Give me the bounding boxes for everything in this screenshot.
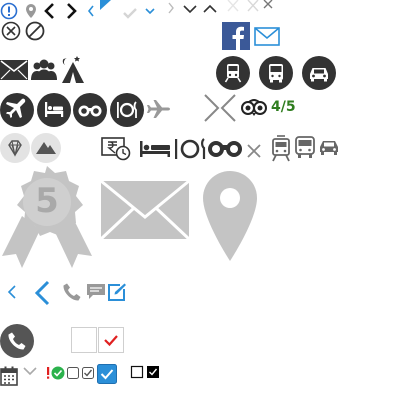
close-small-icon[interactable]: [262, 0, 274, 10]
camping-icon: [59, 54, 87, 84]
chevron-right-light-icon[interactable]: [166, 1, 176, 15]
mountain-icon[interactable]: [31, 133, 61, 163]
bed-circle-icon[interactable]: [37, 93, 71, 127]
block-icon: [25, 21, 45, 41]
rating-value: 4/5: [271, 99, 296, 115]
check-circle-green-icon: [51, 366, 65, 380]
collapse-arrows-icon[interactable]: [203, 93, 237, 123]
facebook-icon[interactable]: [222, 22, 250, 50]
location-pin-icon: [24, 3, 38, 19]
diamond-icon[interactable]: [0, 133, 30, 163]
tripadvisor-icon: [240, 98, 268, 116]
chevron-left-large-blue-icon[interactable]: [32, 280, 52, 306]
close-light-2-icon[interactable]: [246, 0, 260, 12]
chevron-left-small-icon[interactable]: [86, 4, 96, 18]
checkbox-empty-small[interactable]: [67, 367, 79, 379]
corner-triangle-icon: [100, 0, 112, 10]
bed-icon: [139, 140, 171, 158]
phone-icon[interactable]: [62, 282, 82, 302]
chevron-up-icon[interactable]: [202, 2, 218, 16]
calendar-icon[interactable]: [0, 366, 18, 386]
chevron-down-icon[interactable]: [182, 2, 198, 16]
rupee-time-icon: [101, 137, 131, 161]
checkbox-checked-blue[interactable]: [97, 364, 117, 384]
car-outline-icon: [318, 138, 340, 156]
envelope-large-icon: [99, 179, 191, 241]
chevron-left-blue-icon[interactable]: [6, 284, 18, 300]
chevron-right-icon[interactable]: [63, 2, 79, 20]
binoculars-circle-icon[interactable]: [73, 93, 107, 127]
airplane-circle-icon[interactable]: [0, 93, 34, 127]
checkbox-checked-large[interactable]: [98, 327, 124, 353]
train-outline-icon: [271, 134, 291, 162]
bus-icon[interactable]: [259, 56, 293, 90]
car-icon[interactable]: [302, 56, 336, 90]
close-circle-icon[interactable]: [0, 21, 22, 41]
info-alert-icon: [0, 2, 18, 20]
envelope-outline-icon[interactable]: [254, 27, 280, 46]
phone-circle-icon[interactable]: [0, 324, 34, 358]
chat-icon[interactable]: [86, 283, 106, 301]
close-gray-icon[interactable]: [246, 143, 262, 159]
bus-outline-icon: [294, 135, 316, 159]
award-number: 5: [35, 181, 59, 221]
award-ribbon-icon: [0, 164, 94, 270]
train-icon[interactable]: [216, 56, 250, 90]
checkbox-outline[interactable]: [130, 365, 144, 379]
close-light-icon[interactable]: [226, 0, 240, 12]
check-light-icon: [122, 6, 138, 20]
chevron-left-icon[interactable]: [42, 2, 58, 20]
chevron-down-light-icon[interactable]: [22, 366, 38, 376]
people-icon: [30, 58, 58, 82]
checkbox-empty-large[interactable]: [71, 327, 97, 353]
envelope-icon: [0, 60, 28, 80]
location-pin-large-icon: [202, 170, 258, 262]
checkbox-filled-black[interactable]: [147, 366, 159, 378]
dining-icon: [173, 137, 207, 161]
edit-icon[interactable]: [107, 282, 127, 302]
dining-circle-icon[interactable]: [110, 93, 144, 127]
binoculars-icon: [207, 140, 243, 158]
airplane-icon: [146, 99, 172, 119]
exclamation-red-icon: [45, 366, 51, 380]
chevron-down-blue-icon[interactable]: [144, 6, 156, 16]
checkbox-checked-small[interactable]: [82, 367, 94, 379]
